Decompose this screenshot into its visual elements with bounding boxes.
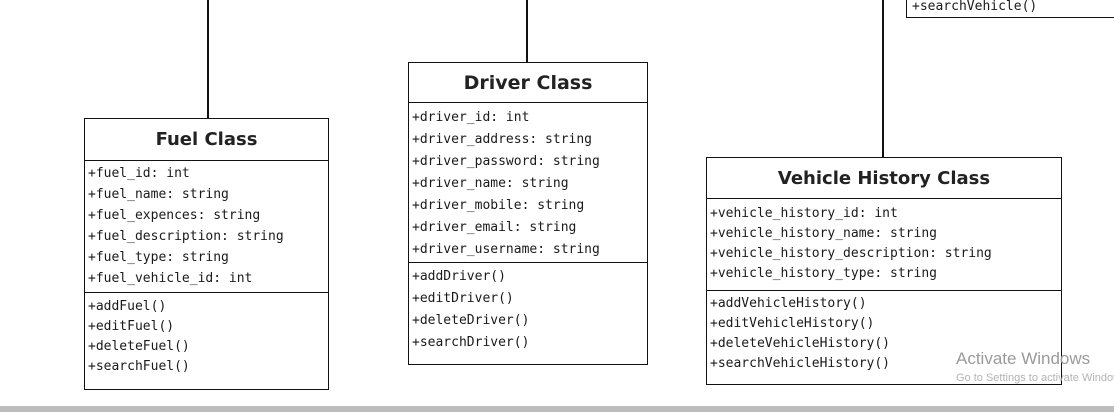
- attribute-row: +vehicle_history_type: string: [710, 266, 937, 281]
- method-row: +addFuel(): [88, 299, 167, 314]
- method-row: +addVehicleHistory(): [710, 296, 867, 311]
- attributes-section: +vehicle_history_id: int +vehicle_histor…: [707, 199, 1061, 291]
- vehicle-history-class-box: Vehicle History Class +vehicle_history_i…: [706, 157, 1062, 385]
- method-row: +deleteFuel(): [88, 339, 190, 354]
- vehicle-class-partial: +searchVehicle(): [906, 0, 1114, 18]
- method-row: +searchDriver(): [412, 335, 530, 350]
- method-row: +searchFuel(): [88, 359, 190, 374]
- attributes-section: +driver_id: int +driver_address: string …: [409, 103, 647, 263]
- attribute-row: +fuel_name: string: [88, 187, 229, 202]
- methods-section: +addVehicleHistory() +editVehicleHistory…: [707, 291, 1061, 374]
- method-row: +editVehicleHistory(): [710, 316, 875, 331]
- attribute-row: +fuel_id: int: [88, 166, 190, 181]
- fuel-connector-line: [207, 0, 209, 118]
- attribute-row: +fuel_type: string: [88, 250, 229, 265]
- class-title: Fuel Class: [85, 119, 328, 161]
- method-row: +addDriver(): [412, 269, 506, 284]
- attribute-row: +driver_password: string: [412, 154, 600, 169]
- attribute-row: +fuel_expences: string: [88, 208, 261, 223]
- class-title: Driver Class: [409, 63, 647, 103]
- attribute-row: +driver_email: string: [412, 220, 577, 235]
- methods-section: +addDriver() +editDriver() +deleteDriver…: [409, 263, 647, 354]
- bottom-edge-bar: [0, 406, 1114, 412]
- attribute-row: +driver_mobile: string: [412, 198, 585, 213]
- methods-section: +addFuel() +editFuel() +deleteFuel() +se…: [85, 293, 328, 377]
- method-row: +editFuel(): [88, 319, 175, 334]
- vehicle-history-connector-line: [882, 0, 884, 157]
- fuel-class-box: Fuel Class +fuel_id: int +fuel_name: str…: [84, 118, 329, 390]
- attributes-section: +fuel_id: int +fuel_name: string +fuel_e…: [85, 161, 328, 293]
- attribute-row: +fuel_vehicle_id: int: [88, 271, 253, 286]
- attribute-row: +driver_address: string: [412, 132, 593, 147]
- class-title: Vehicle History Class: [707, 158, 1061, 199]
- method-row: +deleteVehicleHistory(): [710, 336, 891, 351]
- attribute-row: +vehicle_history_id: int: [710, 206, 898, 221]
- attribute-row: +vehicle_history_description: string: [710, 246, 992, 261]
- driver-connector-line: [526, 0, 528, 62]
- attribute-row: +driver_id: int: [412, 110, 530, 125]
- attribute-row: +fuel_description: string: [88, 229, 284, 244]
- driver-class-box: Driver Class +driver_id: int +driver_add…: [408, 62, 648, 365]
- attribute-row: +vehicle_history_name: string: [710, 226, 937, 241]
- method-row: +deleteDriver(): [412, 313, 530, 328]
- method-row: +searchVehicle(): [912, 0, 1038, 14]
- method-row: +searchVehicleHistory(): [710, 356, 891, 371]
- method-row: +editDriver(): [412, 291, 514, 306]
- attribute-row: +driver_username: string: [412, 242, 600, 257]
- attribute-row: +driver_name: string: [412, 176, 569, 191]
